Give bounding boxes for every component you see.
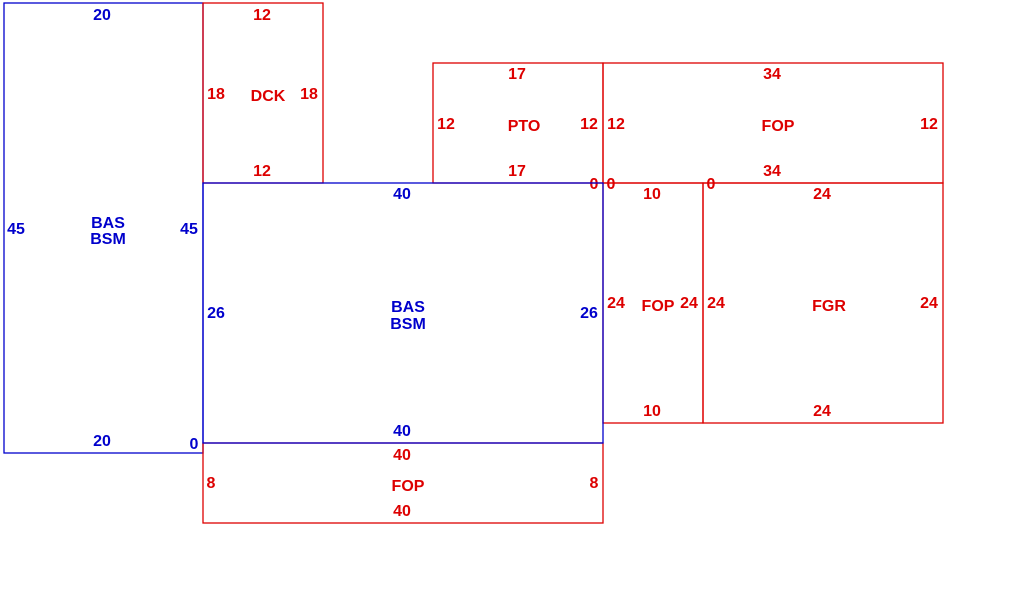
dimension-top: 20 xyxy=(93,7,111,24)
area-outline xyxy=(202,182,604,444)
dimension-bottom: 40 xyxy=(393,423,411,440)
dimension-corner: 0 xyxy=(590,176,599,193)
area-label: FGR xyxy=(812,298,846,315)
area-label: BSM xyxy=(390,316,426,333)
dimension-bottom: 17 xyxy=(508,163,526,180)
dimension-top: 10 xyxy=(643,186,661,203)
dimension-corner: 0 xyxy=(707,176,716,193)
dimension-left: 24 xyxy=(607,295,625,312)
area-pto: PTO 17 17 12 12 0 xyxy=(432,62,604,193)
area-label: BAS xyxy=(391,299,425,316)
area-label: FOP xyxy=(642,298,675,315)
area-fgr: FGR 24 24 24 24 xyxy=(702,182,944,424)
dimension-left: 45 xyxy=(7,221,25,238)
dimension-right: 18 xyxy=(300,86,318,103)
dimension-top: 34 xyxy=(763,66,781,83)
area-label: DCK xyxy=(251,88,286,105)
area-label: BSM xyxy=(90,231,126,248)
area-fop-bottom: FOP 40 40 8 8 xyxy=(202,442,604,524)
dimension-right: 26 xyxy=(580,305,598,322)
dimension-left: 12 xyxy=(437,116,455,133)
dimension-bottom: 24 xyxy=(813,403,831,420)
area-fop-small: FOP 10 10 24 24 0 xyxy=(602,176,716,424)
dimension-left: 26 xyxy=(207,305,225,322)
dimension-top: 12 xyxy=(253,7,271,24)
dimension-bottom: 20 xyxy=(93,433,111,450)
dimension-bottom: 34 xyxy=(763,163,781,180)
area-fop-top: FOP 34 34 12 12 0 xyxy=(602,62,944,193)
dimension-right: 24 xyxy=(920,295,938,312)
dimension-top: 40 xyxy=(393,186,411,203)
dimension-left: 18 xyxy=(207,86,225,103)
area-dck: DCK 12 12 18 18 xyxy=(202,2,324,184)
dimension-top: 17 xyxy=(508,66,526,83)
area-outline xyxy=(702,182,944,424)
dimension-corner: 0 xyxy=(607,176,616,193)
area-label: FOP xyxy=(762,118,795,135)
dimension-top: 24 xyxy=(813,186,831,203)
dimension-right: 45 xyxy=(180,221,198,238)
dimension-left: 24 xyxy=(707,295,725,312)
dimension-right: 12 xyxy=(580,116,598,133)
area-label: PTO xyxy=(508,118,541,135)
dimension-bottom: 40 xyxy=(393,503,411,520)
dimension-right: 12 xyxy=(920,116,938,133)
area-label: BAS xyxy=(91,215,125,232)
area-label: FOP xyxy=(392,478,425,495)
area-bas-left: BAS BSM 20 20 45 45 0 xyxy=(3,2,204,454)
dimension-left: 12 xyxy=(607,116,625,133)
dimension-bottom: 10 xyxy=(643,403,661,420)
dimension-corner: 0 xyxy=(190,436,199,453)
dimension-top: 40 xyxy=(393,447,411,464)
dimension-right: 24 xyxy=(680,295,698,312)
dimension-left: 8 xyxy=(207,475,216,492)
dimension-right: 8 xyxy=(590,475,599,492)
area-bas-center: BAS BSM 40 40 26 26 xyxy=(202,182,604,444)
dimension-bottom: 12 xyxy=(253,163,271,180)
